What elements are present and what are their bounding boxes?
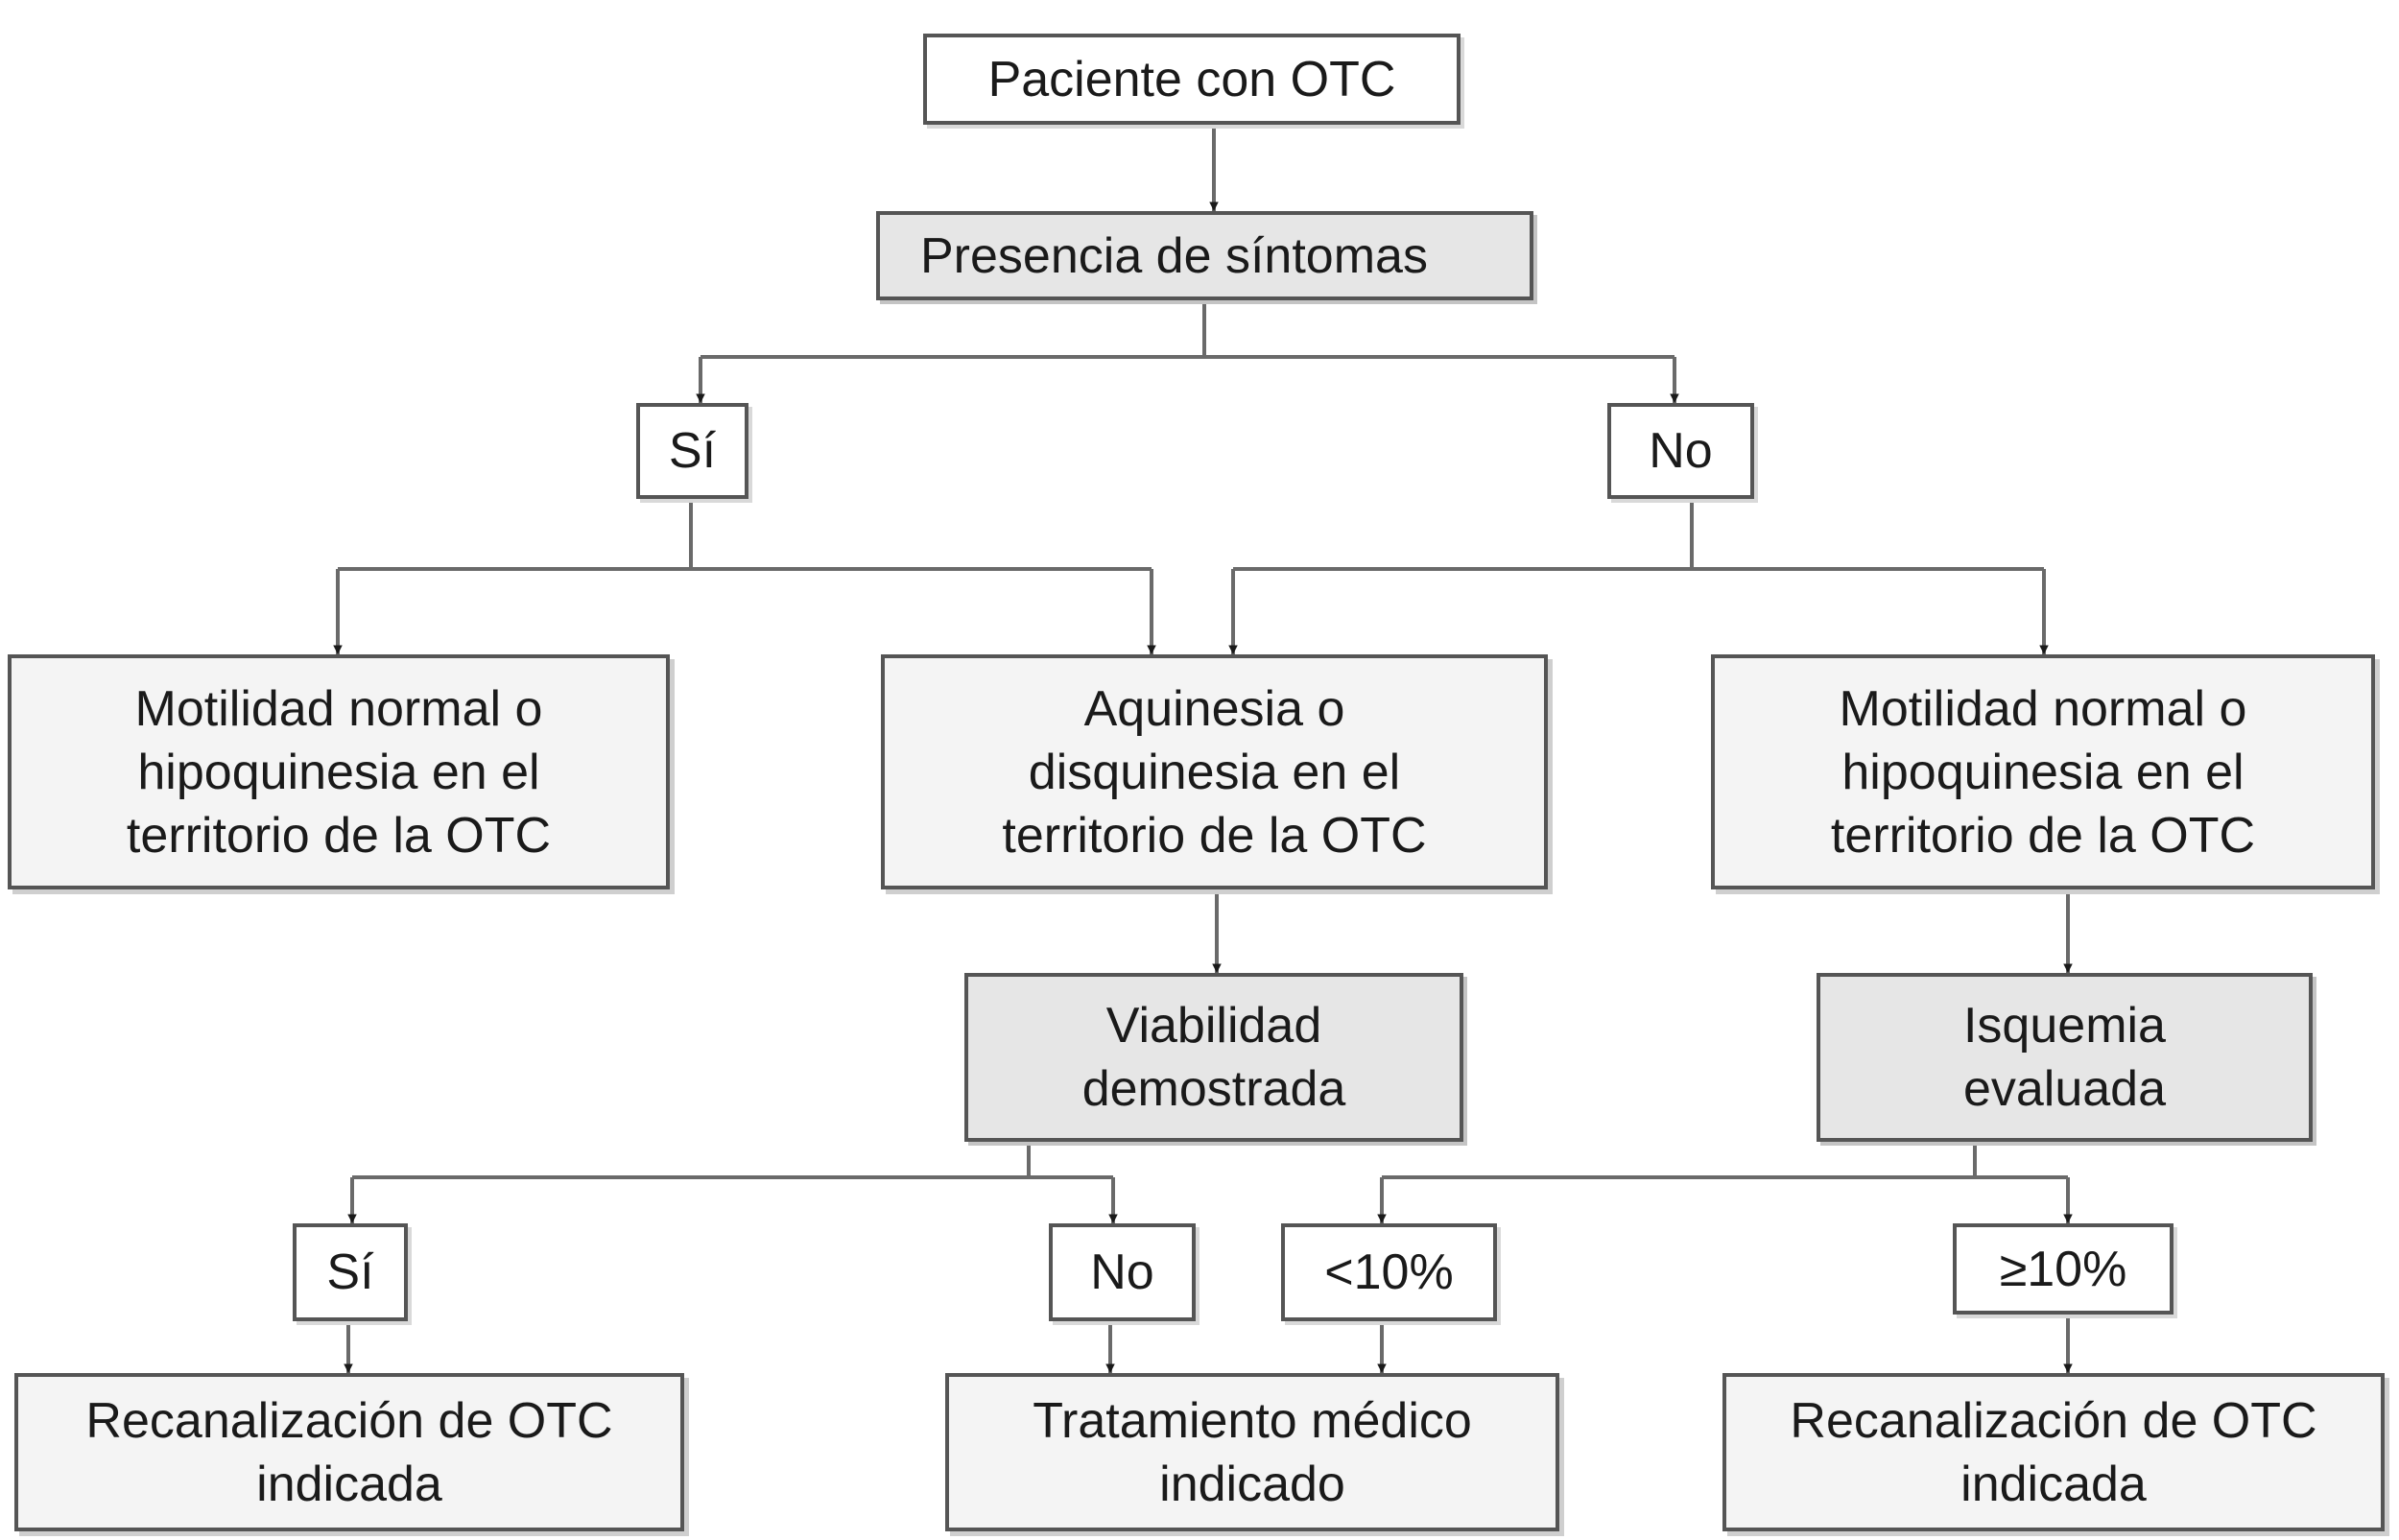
node-patient: Paciente con OTC	[923, 34, 1461, 125]
node-recan-left-label: Recanalización de OTC indicada	[85, 1392, 613, 1512]
node-yes-symptoms-label: Sí	[668, 423, 717, 479]
node-viability-label: Viabilidad demostrada	[1081, 998, 1346, 1117]
node-left-motility-label: Motilidad normal o hipoquinesia en el te…	[126, 680, 552, 864]
node-yes-symptoms: Sí	[636, 403, 748, 499]
node-viability: Viabilidad demostrada	[964, 973, 1463, 1142]
node-recan-left: Recanalización de OTC indicada	[14, 1373, 684, 1531]
node-ischemia-low-label: <10%	[1324, 1244, 1454, 1300]
node-right-motility: Motilidad normal o hipoquinesia en el te…	[1711, 654, 2375, 889]
node-ischemia: Isquemia evaluada	[1817, 973, 2313, 1142]
node-right-motility-label: Motilidad normal o hipoquinesia en el te…	[1830, 680, 2256, 864]
node-symptoms-label: Presencia de síntomas	[920, 227, 1428, 284]
node-akinesia-label: Aquinesia o disquinesia en el territorio…	[1002, 680, 1427, 864]
node-ischemia-low: <10%	[1281, 1223, 1497, 1321]
node-ischemia-high: ≥10%	[1953, 1223, 2173, 1315]
node-medical-label: Tratamiento médico indicado	[1033, 1392, 1472, 1512]
node-no-symptoms-label: No	[1649, 423, 1713, 479]
node-medical: Tratamiento médico indicado	[945, 1373, 1559, 1531]
node-viability-yes: Sí	[293, 1223, 408, 1321]
node-patient-label: Paciente con OTC	[987, 51, 1396, 107]
node-recan-right: Recanalización de OTC indicada	[1722, 1373, 2385, 1531]
node-viability-yes-label: Sí	[326, 1244, 374, 1300]
node-symptoms: Presencia de síntomas	[876, 211, 1533, 300]
node-ischemia-high-label: ≥10%	[1999, 1241, 2127, 1297]
node-viability-no: No	[1049, 1223, 1196, 1321]
node-recan-right-label: Recanalización de OTC indicada	[1790, 1392, 2317, 1512]
node-no-symptoms: No	[1607, 403, 1754, 499]
node-ischemia-label: Isquemia evaluada	[1962, 998, 2167, 1117]
node-left-motility: Motilidad normal o hipoquinesia en el te…	[8, 654, 670, 889]
node-viability-no-label: No	[1090, 1244, 1154, 1300]
node-akinesia: Aquinesia o disquinesia en el territorio…	[881, 654, 1548, 889]
